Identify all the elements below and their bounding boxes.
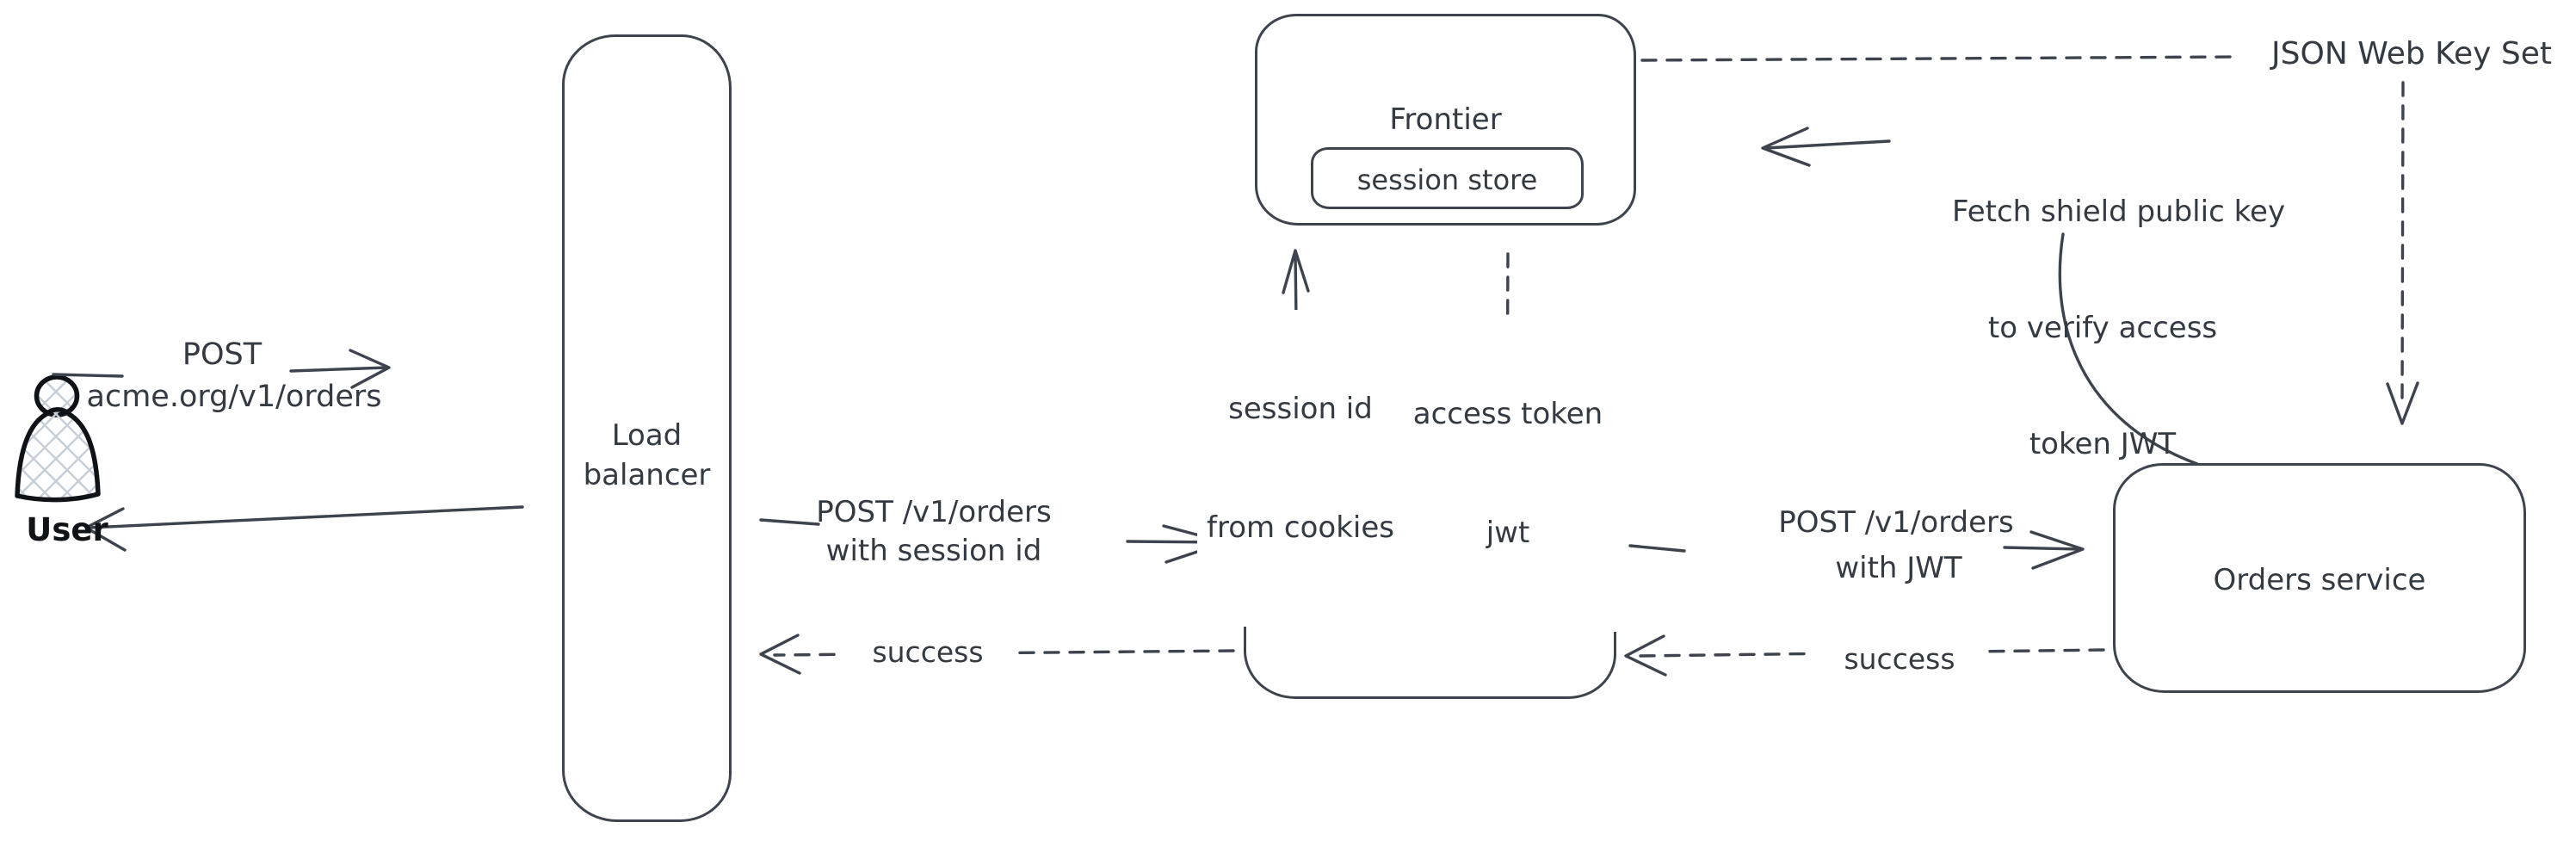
post-acme-label-line1: POST: [182, 337, 263, 372]
post-session-id-label-line2: with session id: [825, 534, 1042, 568]
session-id-cookies-label: session id from cookies: [1197, 310, 1404, 627]
load-balancer-label-line1: Load: [611, 418, 683, 453]
frontier-label: Frontier: [1389, 102, 1502, 137]
success-left-label: success: [842, 635, 1014, 669]
success-right-label: success: [1813, 642, 1986, 676]
post-acme-label-line2: acme.org/v1/orders: [86, 380, 382, 414]
fetch-key-label: Fetch shield public key to verify access…: [1952, 195, 2286, 461]
node-frontier[interactable]: Frontier session store: [1255, 14, 1636, 226]
arrow-user-to-load-balancer[interactable]: [52, 349, 391, 389]
node-load-balancer[interactable]: Load balancer: [562, 34, 732, 822]
post-session-id-label-line1: POST /v1/orders: [816, 495, 1052, 529]
user-figure-icon[interactable]: [15, 374, 101, 503]
session-store-label: session store: [1356, 164, 1538, 196]
jwks-label: JSON Web Key Set: [2271, 36, 2552, 71]
arrow-frontier-to-jwks[interactable]: [1640, 55, 2239, 62]
arrow-load-balancer-to-user[interactable]: [84, 505, 524, 552]
user-label: User: [26, 511, 108, 548]
arrow-orders-service-to-frontier-fetch-key[interactable]: [1761, 127, 2199, 466]
node-session-store[interactable]: session store: [1311, 147, 1584, 209]
arrow-jwks-to-orders-service[interactable]: [2386, 81, 2419, 425]
post-jwt-label-line1: POST /v1/orders: [1778, 505, 2014, 540]
node-orders-service[interactable]: Orders service: [2113, 463, 2526, 693]
orders-service-label: Orders service: [2213, 563, 2426, 597]
arrow-frontend-manager-to-orders-service[interactable]: [1628, 530, 2085, 570]
post-jwt-label-line2: with JWT: [1835, 551, 1962, 585]
access-token-jwt-label: access token jwt: [1396, 315, 1620, 632]
load-balancer-label-line2: balancer: [583, 458, 711, 492]
